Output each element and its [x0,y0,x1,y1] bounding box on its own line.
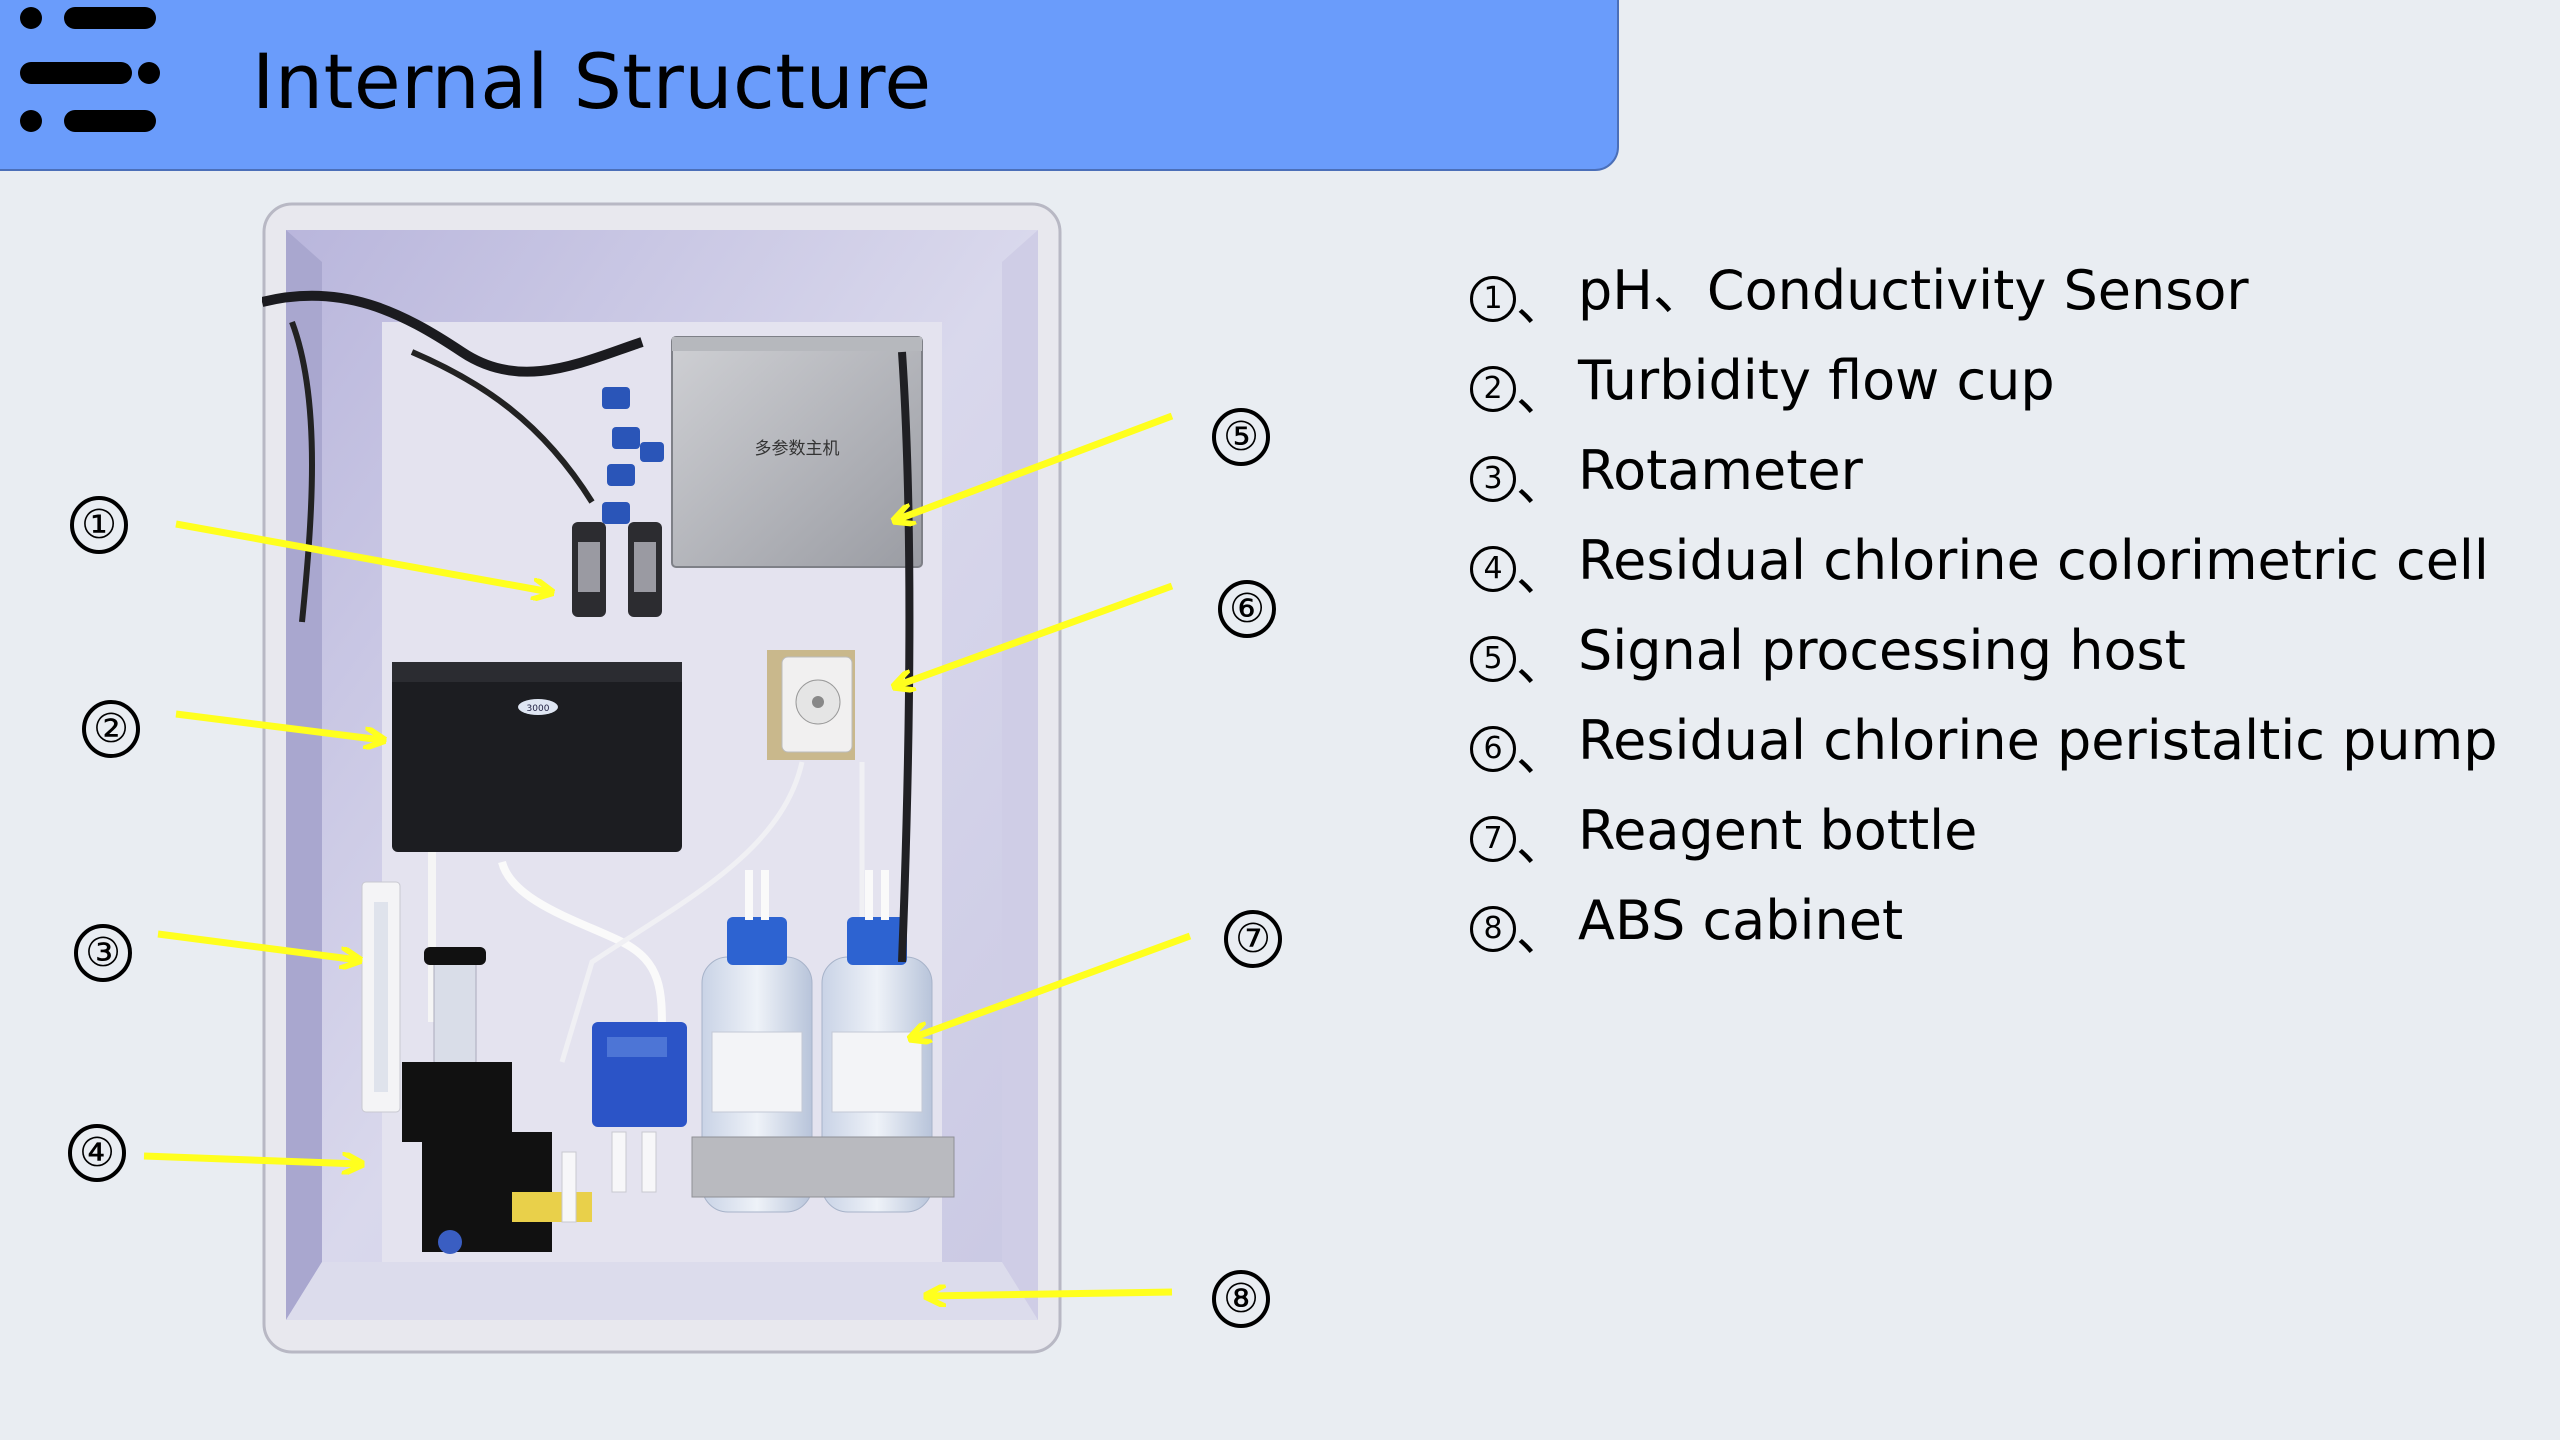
callout-marker-1: ① [70,496,128,554]
legend-separator: 、 [1516,274,1566,332]
arrow-6 [896,582,1174,686]
legend-item: 8、ABS cabinet [1470,876,2520,966]
legend-label: ABS cabinet [1578,889,1904,952]
legend-item: 1、pH、Conductivity Sensor [1470,246,2520,336]
legend-item: 7、Reagent bottle [1470,786,2520,876]
callout-marker-3: ③ [74,924,132,982]
arrow-8 [928,1292,1173,1296]
arrow-5 [896,412,1174,520]
legend-label: Reagent bottle [1578,799,1978,862]
host-label: 多参数主机 [755,439,840,459]
legend-number: 1 [1470,276,1516,322]
page-title: Internal Structure [252,37,932,126]
legend-number: 4 [1470,546,1516,592]
component-legend: 1、pH、Conductivity Sensor 2、Turbidity flo… [1470,246,2520,966]
legend-number: 8 [1470,906,1516,952]
legend-label: Residual chlorine peristaltic pump [1578,709,2498,772]
legend-number: 2 [1470,366,1516,412]
callout-marker-6: ⑥ [1218,580,1276,638]
legend-label: Signal processing host [1578,619,2186,682]
legend-separator: 、 [1516,724,1566,782]
arrow-7 [912,932,1192,1038]
legend-separator: 、 [1516,634,1566,692]
legend-label: Rotameter [1578,439,1863,502]
legend-separator: 、 [1516,544,1566,602]
header-banner: Internal Structure [0,0,1619,171]
brand-badge: 3000 [527,704,550,714]
legend-label: Turbidity flow cup [1578,349,2055,412]
legend-separator: 、 [1516,814,1566,872]
legend-item: 4、Residual chlorine colorimetric cell [1470,516,2520,606]
legend-number: 6 [1470,726,1516,772]
arrow-4 [143,1156,360,1164]
legend-item: 2、Turbidity flow cup [1470,336,2520,426]
legend-item: 6、Residual chlorine peristaltic pump [1470,696,2520,786]
cabinet-photo: 多参数主机 3000 [262,202,1062,1362]
legend-number: 7 [1470,816,1516,862]
callout-marker-7: ⑦ [1224,910,1282,968]
callout-marker-4: ④ [68,1124,126,1182]
arrow-3 [157,930,358,960]
callout-marker-2: ② [82,700,140,758]
legend-separator: 、 [1516,454,1566,512]
arrow-2 [175,710,382,740]
menu-list-icon[interactable] [20,0,160,132]
legend-label: pH、Conductivity Sensor [1578,259,2249,322]
legend-item: 3、Rotameter [1470,426,2520,516]
legend-number: 5 [1470,636,1516,682]
legend-separator: 、 [1516,364,1566,422]
legend-separator: 、 [1516,904,1566,962]
legend-label: Residual chlorine colorimetric cell [1578,529,2489,592]
callout-marker-8: ⑧ [1212,1270,1270,1328]
arrow-1 [175,520,550,592]
legend-number: 3 [1470,456,1516,502]
callout-marker-5: ⑤ [1212,408,1270,466]
legend-item: 5、Signal processing host [1470,606,2520,696]
